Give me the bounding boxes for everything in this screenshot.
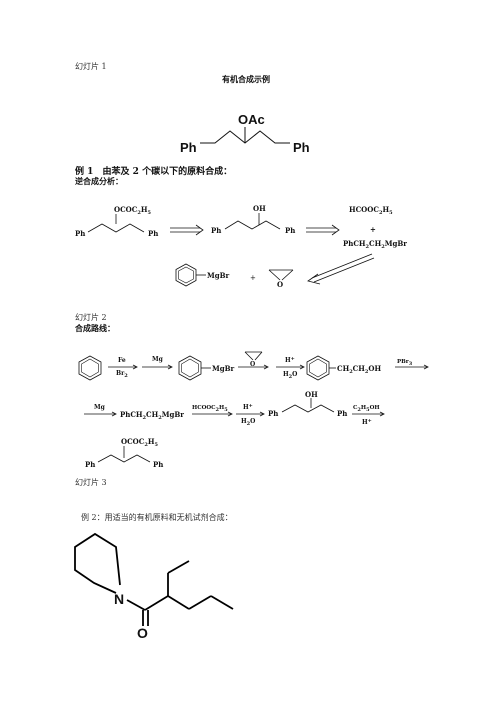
row2-ph-1: Ph (268, 409, 278, 418)
row2-oh: OH (305, 390, 318, 399)
product-ester: OCOC2H5 (121, 437, 158, 448)
ph-left-label: Ph (180, 140, 197, 155)
nitrogen-label: N (114, 591, 124, 607)
retro-ph-3: Ph (211, 226, 221, 235)
route-mgbr: MgBr (212, 364, 235, 373)
slide-2-label: 幻灯片 2 (75, 313, 107, 322)
oxygen-label: O (137, 625, 148, 641)
example-1-text: 由苯及 2 个碳以下的原料合成： (102, 167, 233, 177)
retro-plus: + (370, 225, 376, 234)
product-ph-2: Ph (153, 460, 163, 469)
route-ch2ch2oh: CH2CH2OH (337, 364, 381, 375)
row2-ph-2: Ph (337, 409, 347, 418)
route-epoxide-o: O (250, 361, 255, 368)
svg-text:C2H5OH: C2H5OH (353, 405, 380, 413)
retro-ester-label: OCOC2H5 (114, 205, 151, 216)
ph-right-label: Ph (293, 140, 310, 155)
retro-ph-1: Ph (75, 229, 85, 238)
retro-title: 逆合成分析： (75, 176, 123, 186)
svg-text:HCOOC2H5: HCOOC2H5 (192, 405, 228, 413)
retro-mgbr: MgBr (207, 271, 230, 280)
svg-text:H+: H+ (285, 356, 295, 364)
row2-grignard: PhCH2CH2MgBr (120, 410, 184, 421)
retro-epoxide-o: O (277, 280, 283, 289)
retro-formate: HCOOC2H5 (349, 205, 393, 216)
example-1-label: 例 1 由苯及 2 个碳以下的原料合成： (75, 164, 232, 177)
slide-1-label: 幻灯片 1 (75, 62, 107, 71)
svg-text:H+: H+ (243, 403, 253, 411)
slide-3-label: 幻灯片 3 (75, 478, 107, 487)
svg-text:Br2: Br2 (116, 370, 128, 379)
retro-ph-4: Ph (285, 226, 295, 235)
svg-text:PBr3: PBr3 (397, 359, 413, 367)
example-2-text: 例 2：用适当的有机原料和无机试剂合成： (81, 513, 233, 522)
section-title: 有机合成示例 (222, 74, 270, 84)
reagent-mg: Mg (152, 356, 164, 363)
product-ph-1: Ph (85, 460, 95, 469)
example-1-number: 例 1 (75, 167, 94, 177)
reagent-fe: Fe (118, 357, 126, 364)
retro-ph-2: Ph (148, 229, 158, 238)
route-title: 合成路线： (75, 323, 115, 333)
oac-label: OAc (238, 112, 265, 127)
svg-text:H+: H+ (362, 418, 372, 426)
retro-grignard: PhCH2CH2MgBr (343, 239, 407, 250)
row2-mg: Mg (94, 404, 106, 411)
svg-text:H2O: H2O (241, 418, 255, 427)
retro-plus-2: + (250, 274, 256, 282)
retro-oh-label: OH (253, 204, 266, 213)
svg-text:H2O: H2O (283, 371, 297, 380)
